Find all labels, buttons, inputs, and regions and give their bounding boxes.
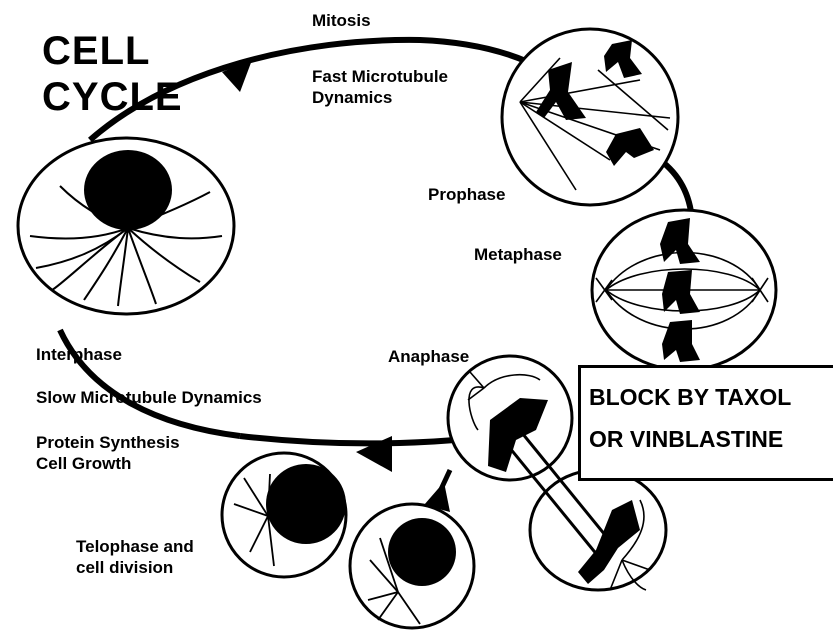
cycle-loop-bottom [240, 436, 455, 443]
taxol-vinblastine-block-box: BLOCK BY TAXOL OR VINBLASTINE [578, 365, 833, 481]
slow-microtubule-dynamics-label: Slow Microtubule Dynamics [36, 387, 262, 408]
title-line-1: CELL [42, 28, 183, 74]
metaphase-cell [592, 210, 776, 370]
anaphase-label: Anaphase [388, 346, 469, 367]
mitosis-label: Mitosis [312, 10, 371, 31]
telophase-cell-right [350, 504, 474, 628]
fast-dynamics-line-2: Dynamics [312, 87, 448, 108]
growth-line-1: Protein Synthesis [36, 432, 180, 453]
anaphase-cell-lower [530, 470, 666, 590]
growth-label: Protein Synthesis Cell Growth [36, 432, 180, 474]
prophase-label: Prophase [428, 184, 505, 205]
telophase-line-2: cell division [76, 557, 194, 578]
anaphase-cell-upper [448, 356, 572, 480]
growth-line-2: Cell Growth [36, 453, 180, 474]
block-line-2: OR VINBLASTINE [589, 418, 833, 460]
interphase-label: Interphase [36, 344, 122, 365]
interphase-cell [18, 138, 234, 314]
cell-cycle-title: CELL CYCLE [42, 28, 183, 120]
block-line-1: BLOCK BY TAXOL [589, 376, 833, 418]
fast-dynamics-line-1: Fast Microtubule [312, 66, 448, 87]
telophase-cell-left [222, 453, 346, 577]
fast-microtubule-dynamics-label: Fast Microtubule Dynamics [312, 66, 448, 108]
metaphase-label: Metaphase [474, 244, 562, 265]
prophase-cell [502, 29, 678, 205]
telophase-label: Telophase and cell division [76, 536, 194, 578]
title-line-2: CYCLE [42, 74, 183, 120]
telophase-line-1: Telophase and [76, 536, 194, 557]
